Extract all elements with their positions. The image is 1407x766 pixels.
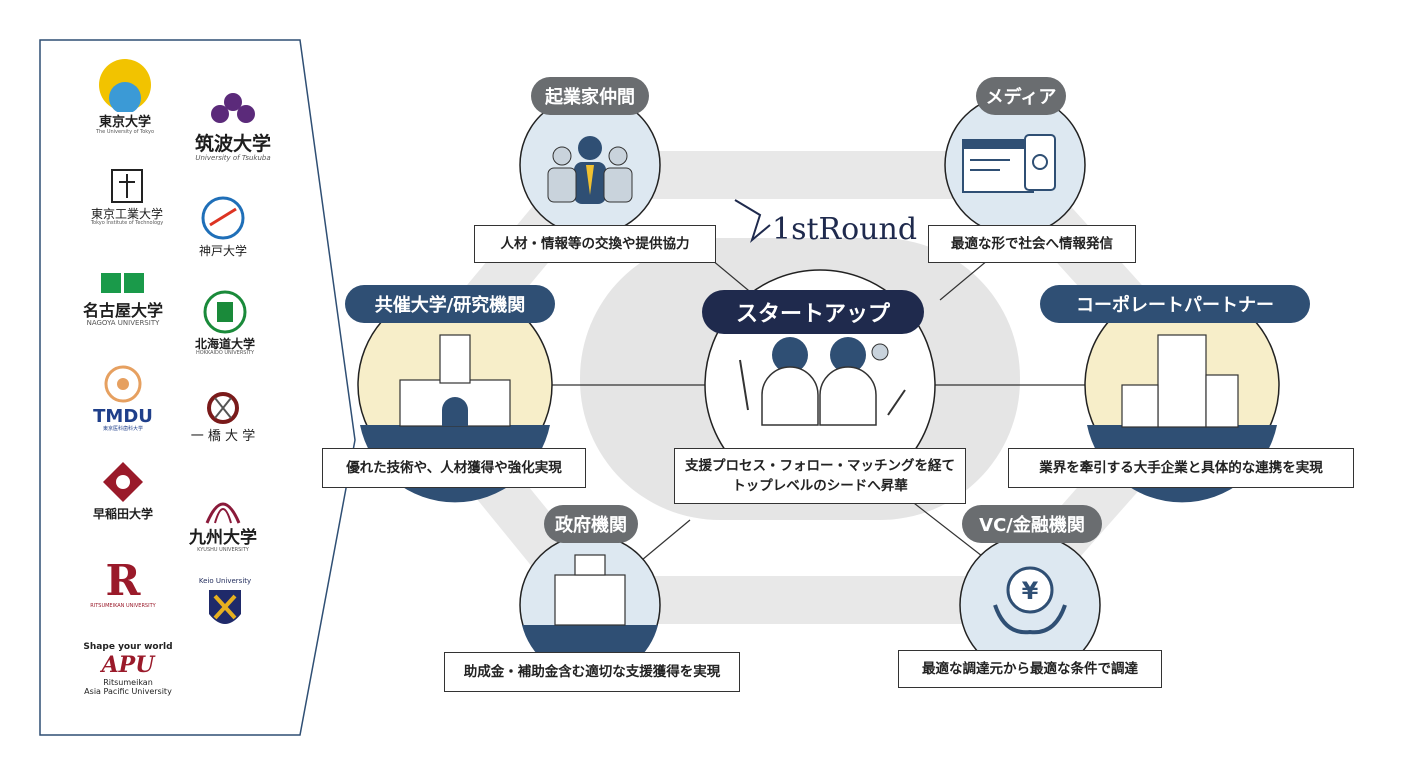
vc-circle: ¥	[959, 534, 1101, 676]
uni-titech: 東京工業大学 Tokyo Institute of Technology	[72, 168, 182, 227]
uni-hitotsubashi: 一 橋 大 学	[168, 390, 278, 444]
government-label: 政府機関	[544, 505, 638, 543]
tsukuba-logo-icon	[211, 93, 255, 123]
tokyo-logo-icon	[99, 59, 151, 114]
brand-bird-icon	[734, 199, 771, 243]
hitotsubashi-logo-icon	[207, 392, 239, 424]
university-panel-outline	[39, 39, 356, 736]
corporate-label: コーポレートパートナー	[1040, 285, 1310, 323]
waseda-logo-icon	[103, 462, 143, 502]
universities-label: 共催大学/研究機関	[345, 285, 555, 323]
uni-ritsumeikan: R RITSUMEIKAN UNIVERSITY	[90, 556, 156, 610]
entrepreneurs-label: 起業家仲間	[531, 77, 649, 115]
uni-kobe: 神戸大学	[168, 195, 278, 258]
center-label: スタートアップ	[702, 290, 924, 334]
entrepreneurs-circle	[519, 94, 661, 236]
uni-kyushu: 九州大学 KYUSHU UNIVERSITY	[168, 485, 278, 553]
media-label: メディア	[976, 77, 1066, 115]
corporate-caption: 業界を牽引する大手企業と具体的な連携を実現	[1008, 448, 1354, 488]
uni-tokyo: 東京大学 The University of Tokyo	[70, 58, 180, 136]
uni-nagoya: 名古屋大学 NAGOYA UNIVERSITY	[68, 268, 178, 327]
universities-caption: 優れた技術や、人材獲得や強化実現	[322, 448, 586, 488]
media-circle	[944, 94, 1086, 236]
kyushu-logo-icon	[205, 502, 241, 524]
entrepreneurs-caption: 人材・情報等の交換や提供協力	[474, 225, 716, 263]
vc-caption: 最適な調達元から最適な条件で調達	[898, 650, 1162, 688]
uni-hokkaido: 北海道大学 HOKKAIDO UNIVERSITY	[170, 290, 280, 357]
nagoya-logo-icon	[101, 273, 144, 293]
center-caption: 支援プロセス・フォロー・マッチングを経て トップレベルのシードへ昇華	[674, 448, 966, 504]
keio-logo-icon	[209, 589, 241, 624]
uni-apu: Shape your world APU Ritsumeikan Asia Pa…	[83, 642, 173, 696]
tmdu-logo-icon	[104, 365, 142, 403]
uni-waseda: 早稲田大学	[68, 460, 178, 521]
hokkaido-logo-icon	[203, 290, 247, 334]
government-caption: 助成金・補助金含む適切な支援獲得を実現	[444, 652, 740, 692]
brand-logo: 1stRound	[772, 212, 918, 247]
center-caption-line1: 支援プロセス・フォロー・マッチングを経て	[685, 457, 955, 474]
titech-logo-icon	[111, 169, 143, 203]
media-caption: 最適な形で社会へ情報発信	[928, 225, 1136, 263]
uni-tmdu: TMDU 東京医科歯科大学	[68, 365, 178, 432]
uni-tsukuba: 筑波大学 University of Tsukuba	[178, 90, 288, 163]
kobe-logo-icon	[201, 196, 245, 240]
vc-label: VC/金融機関	[962, 505, 1102, 543]
center-caption-line2: トップレベルのシードへ昇華	[732, 478, 908, 494]
uni-keio: Keio University	[170, 577, 280, 640]
svg-text:¥: ¥	[1022, 577, 1039, 605]
